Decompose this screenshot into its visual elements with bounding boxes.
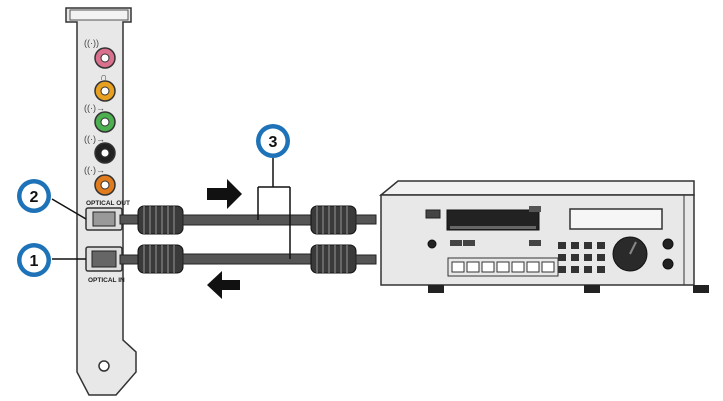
connector-top [662, 238, 674, 250]
arrow-left-icon [207, 271, 240, 299]
speaker-icon: ((·)→ [84, 165, 105, 175]
connector-bottom [662, 258, 674, 270]
callout-number: 1 [30, 253, 39, 270]
optical-cables [119, 205, 377, 274]
display-panel [569, 208, 663, 230]
speaker-icon: ((·)→ [84, 103, 105, 113]
callout-badge-3: 3 [256, 124, 290, 158]
headphone-icon: ∩ [100, 72, 107, 83]
disc-tray [446, 209, 540, 231]
jack-pink: ((·)) [84, 38, 116, 69]
optical-in-port [85, 246, 123, 272]
callout-badge-2: 2 [17, 179, 51, 213]
jack-black: ((·)→ [84, 134, 116, 164]
transport-buttons [451, 261, 555, 273]
callout-number: 2 [30, 189, 39, 206]
jack-green: ((·)→ [84, 103, 116, 133]
jack-orange: ∩ [94, 72, 116, 102]
keypad [558, 242, 605, 273]
power-button [425, 209, 441, 219]
callout-3-leader [257, 158, 291, 259]
jack-orange-2: ((·)→ [84, 165, 116, 196]
optical-out-port [85, 207, 123, 231]
arrow-right-icon [207, 179, 242, 209]
sound-card-bracket [65, 7, 137, 396]
headphone-jack [427, 239, 437, 249]
mounting-hole [98, 360, 110, 372]
digital-recorder [378, 180, 709, 293]
microphone-icon: ((·)) [84, 38, 99, 48]
optical-in-label: OPTICAL IN [88, 277, 125, 284]
callout-badge-1: 1 [17, 243, 51, 277]
eject-button [529, 206, 541, 212]
speaker-icon: ((·)→ [84, 134, 105, 144]
callout-2-leader [51, 198, 87, 220]
optical-out-label: OPTICAL OUT [86, 200, 130, 207]
callout-number: 3 [269, 134, 278, 151]
